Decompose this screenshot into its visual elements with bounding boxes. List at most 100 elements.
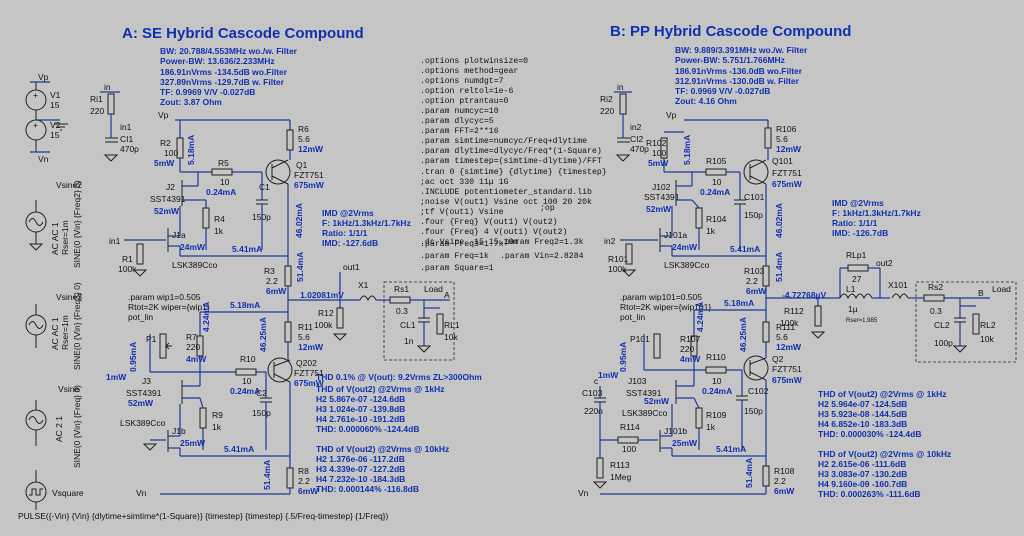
svg-text:PULSE({-Vin} {Vin} {dlytime+si: PULSE({-Vin} {Vin} {dlytime+simtime*(1-S… <box>18 511 389 521</box>
svg-text:150p: 150p <box>744 406 763 416</box>
svg-text:.param Freq3=1.7k: .param Freq3=1.7k <box>420 239 504 249</box>
svg-text:H4 7.232e-10 -184.3dB: H4 7.232e-10 -184.3dB <box>316 474 405 484</box>
svg-text:RLp1: RLp1 <box>846 250 867 260</box>
svg-text:R109: R109 <box>706 410 727 420</box>
svg-text:25mW: 25mW <box>180 438 206 448</box>
svg-text:Rser=1m: Rser=1m <box>60 220 70 255</box>
svg-text:X1: X1 <box>358 280 369 290</box>
imd-b: IMD @2Vrms F: 1kHz/1.3kHz/1.7kHz Ratio: … <box>832 198 921 238</box>
svg-text:5.6: 5.6 <box>298 134 310 144</box>
svg-text:H2 5.964e-07 -124.5dB: H2 5.964e-07 -124.5dB <box>818 399 907 409</box>
svg-text:312.91nVrms -130.0dB w. Filte: 312.91nVrms -130.0dB w. Filter <box>675 76 800 86</box>
svg-text:R6: R6 <box>298 124 309 134</box>
svg-text:H4 9.160e-09 -160.7dB: H4 9.160e-09 -160.7dB <box>818 479 907 489</box>
svg-text:100p: 100p <box>934 338 953 348</box>
svg-text:Vn: Vn <box>38 154 49 164</box>
svg-text:in2: in2 <box>604 236 616 246</box>
svg-text:.param simtime=numcyc/Freq+dly: .param simtime=numcyc/Freq+dlytime <box>420 136 587 146</box>
svg-text:Vn: Vn <box>136 488 147 498</box>
svg-text:.options method=gear: .options method=gear <box>420 66 518 76</box>
svg-text:470p: 470p <box>120 144 139 154</box>
svg-text:Zout: 4.16 Ohm: Zout: 4.16 Ohm <box>675 96 737 106</box>
svg-text:J101b: J101b <box>664 426 687 436</box>
resistor-r104 <box>695 207 703 229</box>
svg-text:5.6: 5.6 <box>776 134 788 144</box>
svg-text:5.41mA: 5.41mA <box>716 444 746 454</box>
svg-text:10k: 10k <box>444 332 458 342</box>
resistor-r101 <box>625 243 633 265</box>
resistor-r10 <box>235 368 257 376</box>
svg-text:1µ: 1µ <box>848 304 858 314</box>
svg-text:J2: J2 <box>166 182 175 192</box>
transistor-q1 <box>265 159 291 185</box>
svg-text:V2: V2 <box>50 120 61 130</box>
svg-text:RL1: RL1 <box>444 320 460 330</box>
svg-text:R4: R4 <box>214 214 225 224</box>
svg-text:R11: R11 <box>298 322 313 332</box>
svg-text:27: 27 <box>852 274 862 284</box>
svg-text:Vn: Vn <box>578 488 589 498</box>
svg-text:.param Square=1: .param Square=1 <box>420 264 494 273</box>
svg-text:12mW: 12mW <box>776 342 802 352</box>
svg-text:R107: R107 <box>680 334 701 344</box>
resistor-r4 <box>202 207 210 229</box>
svg-text:A: A <box>444 290 450 300</box>
svg-text:THD: 0.000263% -111.6dB: THD: 0.000263% -111.6dB <box>818 489 921 499</box>
svg-text:5mW: 5mW <box>154 158 175 168</box>
svg-text:46.02mA: 46.02mA <box>774 203 784 238</box>
svg-text:6mW: 6mW <box>266 286 287 296</box>
vsquare-source: Vsquare PULSE({-Vin} {Vin} {dlytime+simt… <box>18 470 389 521</box>
svg-text:IMD @2Vrms: IMD @2Vrms <box>832 198 884 208</box>
svg-text:in1: in1 <box>109 236 121 246</box>
svg-text:c: c <box>594 376 599 386</box>
svg-text:SST4391: SST4391 <box>626 388 662 398</box>
svg-text:.param wip101=0.505: .param wip101=0.505 <box>620 292 702 302</box>
thd-b-1khz: THD of V(out2) @2Vrms @ 1kHz H2 5.964e-0… <box>818 389 947 439</box>
svg-text:X101: X101 <box>888 280 908 290</box>
svg-text:C1: C1 <box>259 182 270 192</box>
svg-text:AC AC 1: AC AC 1 <box>50 222 60 255</box>
svg-text:675mW: 675mW <box>294 378 325 388</box>
svg-text:Vsine3: Vsine3 <box>56 292 82 302</box>
svg-text:15: 15 <box>50 130 60 140</box>
svg-text:186.91nVrms -134.5dB wo.Filte: 186.91nVrms -134.5dB wo.Filter <box>160 67 288 77</box>
svg-text:;op: ;op <box>540 204 555 213</box>
resistor-ri1 <box>107 93 115 115</box>
resistor-r12 <box>336 307 344 329</box>
svg-text:Q1: Q1 <box>296 160 308 170</box>
svg-text:2.2: 2.2 <box>746 276 758 286</box>
svg-text:R112: R112 <box>784 306 804 316</box>
svg-text:H3 1.024e-07 -139.8dB: H3 1.024e-07 -139.8dB <box>316 404 405 414</box>
resistor-r106 <box>764 127 772 149</box>
svg-text:.option ptrantau=0: .option ptrantau=0 <box>420 96 509 106</box>
info-b: BW: 9.889/3.391MHz wo./w. Filter Power-B… <box>675 45 808 106</box>
svg-text:SST4391: SST4391 <box>150 194 186 204</box>
transistor-q202 <box>267 357 293 383</box>
svg-text:15: 15 <box>50 100 60 110</box>
svg-text:THD of V(out2) @2Vrms @ 1kHz: THD of V(out2) @2Vrms @ 1kHz <box>316 384 445 394</box>
svg-text:6mW: 6mW <box>746 286 767 296</box>
svg-text:0.3: 0.3 <box>396 306 408 316</box>
svg-text:R110: R110 <box>706 352 726 362</box>
svg-text:46.25mA: 46.25mA <box>738 317 748 352</box>
svg-text:0.24mA: 0.24mA <box>702 386 732 396</box>
svg-text:5.41mA: 5.41mA <box>232 244 262 254</box>
resistor-rl1 <box>436 313 444 335</box>
svg-text:R7: R7 <box>186 332 197 342</box>
title-a: A: SE Hybrid Cascode Compound <box>122 25 364 42</box>
svg-text:0.24mA: 0.24mA <box>700 187 730 197</box>
svg-text:+: + <box>33 90 38 100</box>
svg-text:51.4mA: 51.4mA <box>262 460 272 490</box>
svg-text:5mW: 5mW <box>648 158 669 168</box>
svg-text:1k: 1k <box>706 422 716 432</box>
svg-text:675mW: 675mW <box>294 180 325 190</box>
svg-text:.INCLUDE potentiometer_standar: .INCLUDE potentiometer_standard.lib <box>420 187 592 197</box>
svg-text:Vp: Vp <box>158 110 169 120</box>
vsine2-source: Vsine2 AC AC 1 Rser=1m SINE(0 {Vin} {Fre… <box>25 180 82 268</box>
svg-text:R106: R106 <box>776 124 797 134</box>
svg-text:.options numdgt=7: .options numdgt=7 <box>420 76 504 86</box>
svg-text:Ratio: 1/1/1: Ratio: 1/1/1 <box>322 228 368 238</box>
svg-text:R101: R101 <box>608 254 629 264</box>
svg-text:.param dlytime=dlycyc/Freq*(1-: .param dlytime=dlycyc/Freq*(1-Square) <box>420 146 602 156</box>
